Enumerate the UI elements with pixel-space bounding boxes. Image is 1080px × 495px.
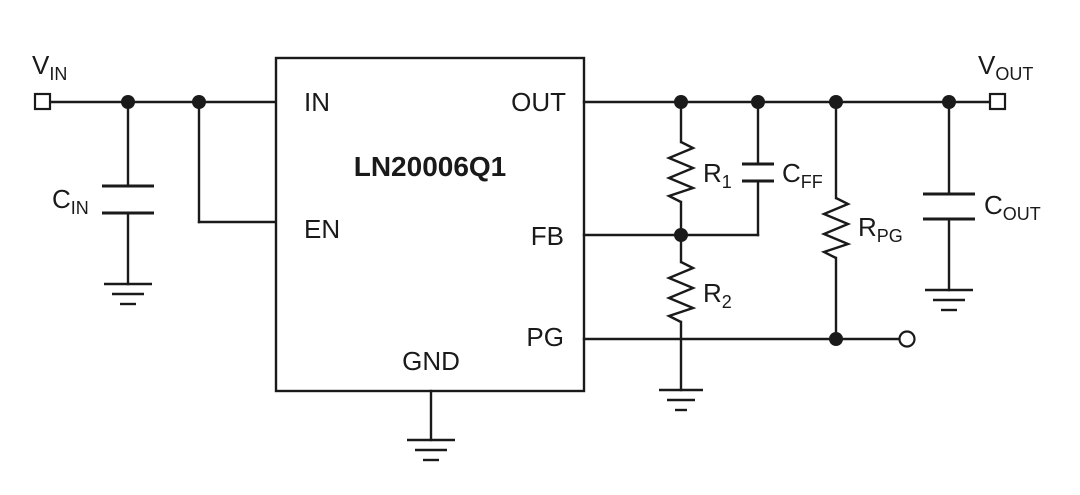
r2-label-main: R	[703, 278, 722, 308]
cff-label: CFF	[782, 158, 823, 192]
r1-label: R1	[703, 158, 732, 192]
rpg-label-sub: PG	[877, 226, 903, 246]
cin-label-sub: IN	[71, 198, 89, 218]
vout-terminal	[988, 92, 1007, 111]
vin-label-main: V	[32, 50, 50, 80]
ic-name: LN20006Q1	[354, 151, 507, 182]
pin-label-pg: PG	[526, 322, 564, 352]
vout-label-sub: OUT	[995, 64, 1033, 84]
pg-net	[582, 330, 916, 348]
cout-label-main: C	[984, 190, 1003, 220]
cff-label-main: C	[782, 158, 801, 188]
ic-package	[274, 56, 586, 393]
r1-label-main: R	[703, 158, 722, 188]
ic-body	[274, 56, 586, 393]
r2-resistor	[659, 233, 703, 412]
pg-terminal	[898, 330, 916, 348]
junction-dot	[829, 332, 843, 346]
junction-dot	[674, 95, 688, 109]
en-tie-wire	[197, 100, 278, 224]
pin-label-fb: FB	[531, 221, 564, 251]
vout-label-main: V	[978, 50, 996, 80]
cout-label-sub: OUT	[1003, 204, 1041, 224]
rpg-label-main: R	[858, 212, 877, 242]
vout-label: VOUT	[978, 50, 1033, 84]
pin-label-in: IN	[304, 87, 330, 117]
vin-terminal	[33, 92, 52, 111]
junction-dot	[942, 95, 956, 109]
cff-label-sub: FF	[801, 172, 823, 192]
rpg-resistor	[820, 100, 852, 341]
cff-capacitor	[742, 100, 774, 237]
pin-label-out: OUT	[511, 87, 566, 117]
r2-label: R2	[703, 278, 732, 312]
vin-net	[33, 92, 278, 111]
r1-label-sub: 1	[722, 172, 732, 192]
rpg-label: RPG	[858, 212, 903, 246]
vin-label-sub: IN	[49, 64, 67, 84]
cin-capacitor	[102, 100, 154, 306]
junction-dot	[121, 95, 135, 109]
vin-label: VIN	[32, 50, 67, 84]
cin-ground-symbol	[104, 282, 152, 306]
cout-capacitor	[923, 100, 975, 312]
cout-label: COUT	[984, 190, 1041, 224]
junction-dot	[829, 95, 843, 109]
pin-label-en: EN	[304, 214, 340, 244]
ic-ground	[407, 389, 455, 462]
cin-label-main: C	[52, 184, 71, 214]
cout-ground-symbol	[925, 288, 973, 312]
cin-label: CIN	[52, 184, 89, 218]
vout-net	[582, 92, 1007, 111]
r1-resistor	[665, 100, 697, 237]
junction-dot	[192, 95, 206, 109]
r2-label-sub: 2	[722, 292, 732, 312]
r2-ground-symbol	[659, 388, 703, 412]
pin-label-gnd: GND	[402, 346, 460, 376]
junction-dot	[751, 95, 765, 109]
